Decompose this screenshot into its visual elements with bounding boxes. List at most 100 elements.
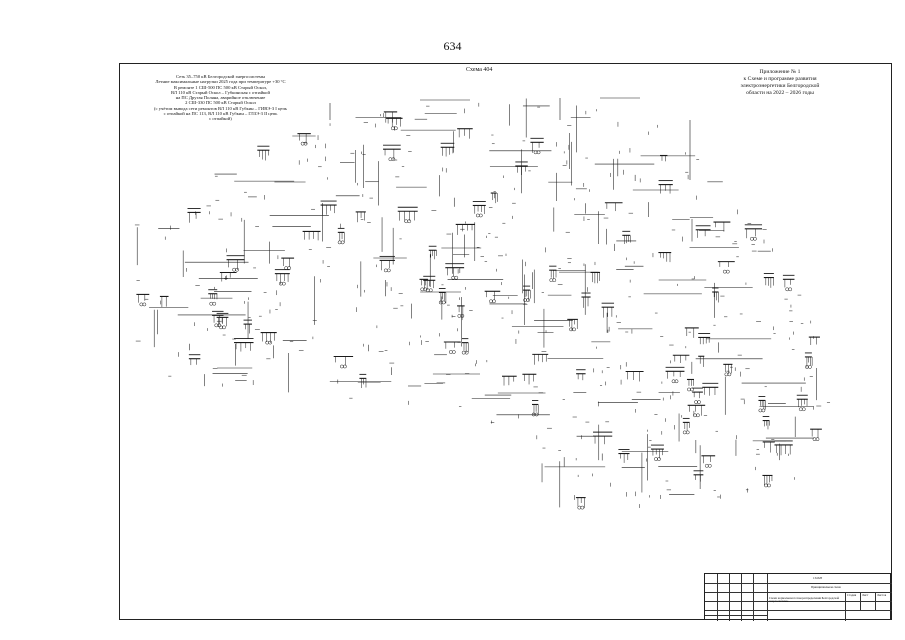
transformer-symbol <box>404 219 409 224</box>
transformer-symbol <box>569 327 573 332</box>
transformer-symbol <box>265 340 270 345</box>
transformer-symbol <box>448 350 453 354</box>
scheme-description-line: с отпайкой на ПС 113, ВЛ 110 кВ Губкин –… <box>163 111 278 117</box>
scheme-description-line: (с учётом вывода сети ремонтов ВЛ 110 кВ… <box>154 105 287 111</box>
transformer-symbol <box>758 408 763 413</box>
transformer-symbol <box>489 299 493 304</box>
transformer-symbol <box>232 267 236 272</box>
transformer-symbol <box>531 412 536 417</box>
transformer-symbol <box>580 505 585 510</box>
appendix-line: к Схеме и программе развития <box>743 76 817 82</box>
transformer-symbol <box>577 505 582 510</box>
transformer-symbol <box>523 298 527 302</box>
transformer-symbol <box>393 126 398 131</box>
transformer-symbol <box>268 340 273 345</box>
scheme-description-line: с отпайкой) <box>209 116 232 122</box>
transformer-symbol <box>390 126 395 131</box>
transformer-symbol <box>222 325 226 330</box>
title-block-code: 13432Р <box>813 576 823 580</box>
appendix-line: Приложение № 1 <box>759 69 801 75</box>
transformer-symbol <box>685 430 690 435</box>
transformer-symbol <box>572 327 576 332</box>
transformer-symbol <box>724 372 729 377</box>
scheme-description-line: Летние максимальные нагрузки 2025 года п… <box>155 79 286 85</box>
transformer-symbol <box>287 266 292 270</box>
transformer-symbol <box>815 437 820 442</box>
title-block-sheets-label: Листов <box>877 593 887 597</box>
transformer-symbol <box>214 323 219 328</box>
appendix-note: Приложение № 1 к Схеме и программе разви… <box>725 69 835 97</box>
transformer-symbol <box>694 400 698 404</box>
transformer-symbol <box>492 299 496 304</box>
transformer-symbol <box>212 301 217 306</box>
transformer-symbol <box>464 350 469 355</box>
transformer-symbol <box>441 300 446 305</box>
transformer-symbol <box>526 298 530 302</box>
scheme-description: Сеть 35–750 кВ Белгородской энергосистем… <box>128 74 313 122</box>
transformer-symbol <box>386 268 391 273</box>
transformer-symbol <box>722 269 727 274</box>
transformer-symbol <box>654 457 658 461</box>
transformer-symbol <box>454 275 459 280</box>
transformer-symbol <box>423 287 428 292</box>
transformer-symbol <box>407 219 412 224</box>
transformer-symbol <box>343 364 347 369</box>
transformer-symbol <box>801 407 806 412</box>
title-block-stage-label: Стадия <box>847 593 857 597</box>
transformer-symbol <box>391 157 396 162</box>
transformer-symbol <box>674 379 679 384</box>
transformer-symbol <box>798 407 803 412</box>
transformer-symbol <box>671 379 676 384</box>
transformer-symbol <box>388 157 393 162</box>
transformer-symbol <box>727 372 732 377</box>
transformer-symbol <box>383 268 388 273</box>
transformer-symbol <box>761 408 766 413</box>
transformer-symbol <box>697 400 701 404</box>
transformer-symbol <box>533 150 538 155</box>
title-block-description: Схема нормальная потокораспределения Бел… <box>769 596 840 604</box>
transformer-symbol <box>337 240 342 245</box>
transformer-symbol <box>552 278 557 283</box>
drawing-sheet-frame <box>119 63 892 620</box>
transformer-symbol <box>340 364 344 369</box>
title-block-title: Принципиальная схема <box>811 585 841 589</box>
transformer-symbol <box>767 483 771 488</box>
transformer-symbol <box>217 323 222 328</box>
transformer-symbol <box>451 350 456 354</box>
title-block: 13432Р Принципиальная схема Схема нормал… <box>704 573 892 621</box>
transformer-symbol <box>687 387 691 392</box>
transformer-symbol <box>281 281 286 286</box>
transformer-symbol <box>142 302 147 307</box>
transformer-symbol <box>690 387 694 392</box>
transformer-symbol <box>707 463 712 468</box>
transformer-symbol <box>139 302 144 307</box>
transformer-symbol <box>750 236 754 241</box>
transformer-symbol <box>549 278 554 283</box>
transformer-symbol <box>460 314 465 318</box>
transformer-symbol <box>457 314 462 318</box>
transformer-symbol <box>696 413 700 418</box>
transformer-symbol <box>536 150 541 155</box>
appendix-line: области на 2022 – 2026 годы <box>746 90 814 96</box>
transformer-symbol <box>812 437 817 442</box>
appendix-line: электроэнергетики Белгородской <box>740 83 820 89</box>
transformer-symbol <box>657 457 661 461</box>
transformer-symbol <box>478 213 483 218</box>
transformer-symbol <box>764 483 768 488</box>
scheme-description-line: на ПС Другая Поляна, аварийное отключени… <box>175 95 266 101</box>
transformer-symbol <box>461 350 466 355</box>
transformer-symbol <box>451 275 456 280</box>
transformer-symbol <box>209 301 214 306</box>
scheme-title: Схема 404 <box>466 67 493 73</box>
transformer-symbol <box>428 288 433 293</box>
transformer-symbol <box>808 365 812 369</box>
page-number: 634 <box>443 39 462 53</box>
transformer-symbol <box>788 287 793 292</box>
scheme-description-line: Сеть 35–750 кВ Белгородской энергосистем… <box>175 74 266 79</box>
transformer-symbol <box>725 269 730 274</box>
scheme-description-line: 2 СШ-330 ПС 500 кВ Старый Оскол <box>185 100 256 106</box>
transformer-symbol <box>475 213 480 218</box>
transformer-symbol <box>753 236 757 241</box>
transformer-symbol <box>534 412 539 417</box>
